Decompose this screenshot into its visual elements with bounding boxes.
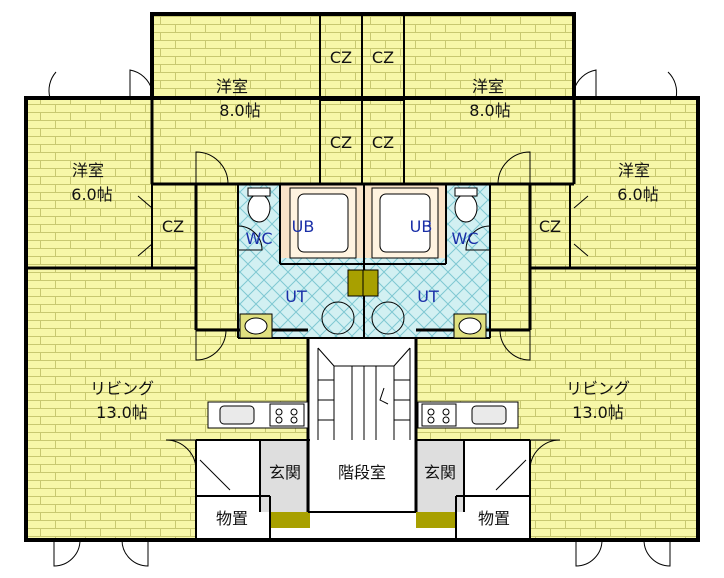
entrance-label: 玄関 — [424, 463, 456, 482]
step-left — [270, 512, 310, 528]
bath-label: UB — [410, 217, 433, 236]
room-size: 6.0帖 — [617, 185, 658, 204]
room-labels: 洋室 8.0帖 洋室 8.0帖 洋室 6.0帖 洋室 6.0帖 リビング 13.… — [71, 48, 658, 528]
closet-label: CZ — [372, 133, 394, 152]
room-label: 洋室 — [72, 161, 104, 180]
room-label: 洋室 — [216, 77, 248, 96]
bath-label: UB — [292, 217, 315, 236]
door-swings — [24, 69, 700, 567]
utility-label: UT — [417, 287, 439, 306]
closet-label: CZ — [372, 48, 394, 67]
room-size: 8.0帖 — [469, 101, 510, 120]
stairs — [317, 347, 411, 440]
closet-label: CZ — [162, 217, 184, 236]
room-size: 13.0帖 — [96, 403, 148, 422]
step-right — [416, 512, 456, 528]
room-size: 6.0帖 — [71, 185, 112, 204]
room-label: リビング — [566, 379, 630, 398]
closet-label: CZ — [330, 48, 352, 67]
closet-label: CZ — [330, 133, 352, 152]
storage-label: 物置 — [478, 509, 510, 528]
entrance-left-floor — [260, 440, 310, 512]
stairwell-floor — [310, 340, 416, 512]
floors — [26, 14, 698, 540]
stairwell-label: 階段室 — [338, 463, 386, 482]
toilet-label: WC — [452, 229, 479, 248]
entrance-label: 玄関 — [269, 463, 301, 482]
storage-label: 物置 — [216, 509, 248, 528]
toilet-label: WC — [246, 229, 273, 248]
room-label: 洋室 — [472, 77, 504, 96]
utility-label: UT — [285, 287, 307, 306]
closet-label: CZ — [539, 217, 561, 236]
fixtures — [207, 187, 519, 429]
room-label: リビング — [90, 379, 154, 398]
room-label: 洋室 — [618, 161, 650, 180]
room-size: 13.0帖 — [572, 403, 624, 422]
room-size: 8.0帖 — [219, 101, 260, 120]
